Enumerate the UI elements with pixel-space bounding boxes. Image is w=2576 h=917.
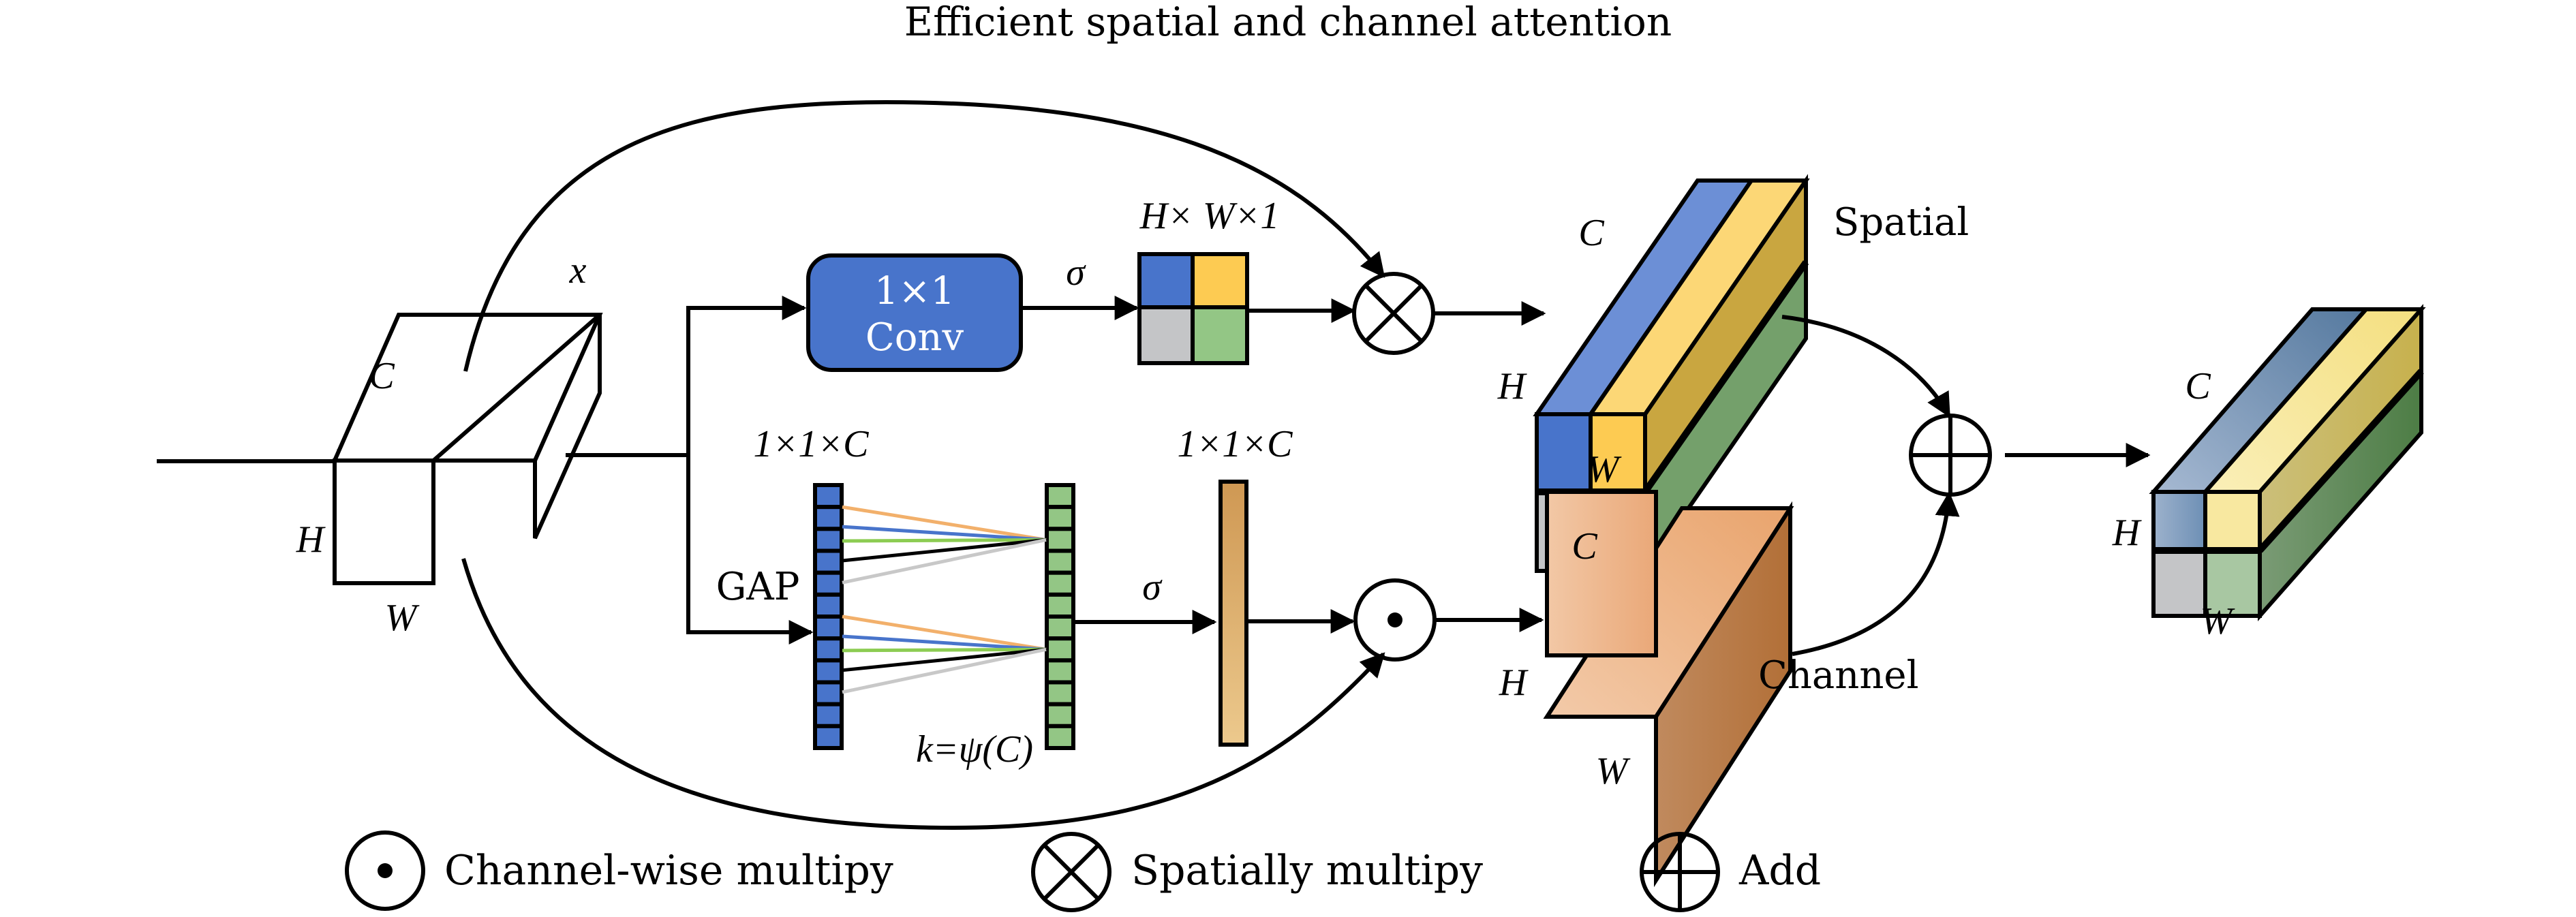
- vector-cell: [1045, 724, 1075, 751]
- vector-cell: [1045, 680, 1075, 706]
- kernel-line: [842, 647, 1047, 672]
- input-dim-h: H: [296, 518, 326, 561]
- map-dim-label: H× W×1: [1139, 195, 1280, 237]
- legend-item: Spatially multipy: [1031, 832, 1483, 912]
- channel-label: Channel: [1758, 653, 1918, 698]
- gap-label: GAP: [716, 565, 800, 609]
- input-label-x: x: [569, 249, 587, 292]
- conv-label-name: Conv: [865, 315, 964, 360]
- legend-label: Spatially multipy: [1131, 847, 1483, 895]
- vector-cell: [813, 636, 844, 663]
- input-tensor-front: [333, 458, 435, 585]
- sigma-channel: σ: [1142, 566, 1163, 608]
- spatial-label: Spatial: [1833, 200, 1969, 245]
- spatial-dim-h: H: [1497, 365, 1527, 407]
- vector-cell: [1045, 615, 1075, 641]
- kernel-size-label: k=ψ(C): [916, 728, 1033, 771]
- vector-cell: [1045, 702, 1075, 728]
- vector-cell: [1045, 483, 1075, 510]
- vector-cell: [1045, 570, 1075, 597]
- channel-to-add-arrow: [1792, 491, 1960, 656]
- conv1d-vector: [1045, 483, 1075, 751]
- gap-vector: [813, 483, 844, 751]
- channel-output-tensor: [1543, 490, 1794, 888]
- final-dim-h: H: [2112, 512, 2142, 554]
- legend: Channel-wise multipy Spatially multipy A…: [345, 830, 1821, 912]
- odot-icon: [1353, 578, 1437, 662]
- kernel-line: [842, 634, 1047, 651]
- legend-label: Add: [1738, 847, 1821, 895]
- vector-cell: [813, 527, 844, 553]
- vector-cell: [813, 570, 844, 597]
- vector-cell: [1045, 592, 1075, 619]
- sigma-spatial: σ: [1066, 251, 1086, 294]
- kernel-line: [842, 647, 1047, 694]
- vector-cell: [813, 548, 844, 575]
- otimes-icon: [1031, 832, 1111, 912]
- conv-1x1-block: 1×1 Conv: [806, 253, 1023, 372]
- final-output-tensor: [2149, 304, 2426, 621]
- vector-cell: [813, 505, 844, 531]
- odot-icon: [345, 830, 425, 911]
- to-gap-arrow: [686, 455, 814, 644]
- final-dim-w: W: [2201, 600, 2235, 642]
- legend-item: Channel-wise multipy: [345, 830, 893, 911]
- vector-cell: [813, 483, 844, 510]
- kernel-line: [842, 615, 1047, 651]
- input-dim-c: C: [369, 355, 395, 397]
- conv-label-size: 1×1: [874, 269, 955, 313]
- diagram-title: Efficient spatial and channel attention: [904, 0, 1672, 45]
- vector-cell: [813, 702, 844, 728]
- map-cell: [1137, 252, 1195, 309]
- vector-cell: [813, 658, 844, 685]
- channel-weights-bar: [1218, 480, 1248, 747]
- input-dim-w: W: [385, 597, 420, 639]
- vector-cell: [813, 615, 844, 641]
- vector-cell: [1045, 505, 1075, 531]
- map-cell: [1137, 305, 1195, 365]
- conv1d-kernel-lines: [842, 505, 1047, 694]
- vector-cell: [813, 680, 844, 706]
- vector-cell: [813, 724, 844, 751]
- skip-arc-top: [463, 99, 1385, 372]
- vector-cell: [1045, 658, 1075, 685]
- legend-label: Channel-wise multipy: [444, 847, 893, 895]
- channel-dim-h: H: [1499, 662, 1529, 704]
- vec-out-dim-label: 1×1×C: [1178, 423, 1293, 465]
- oplus-icon: [1640, 832, 1720, 912]
- input-tensor: [331, 313, 603, 585]
- spatial-to-add-arrow: [1781, 315, 1951, 418]
- channel-dim-w: W: [1596, 750, 1631, 792]
- channel-dim-c: C: [1571, 525, 1597, 568]
- otimes-icon: [1352, 272, 1435, 355]
- to-conv-arrow: [686, 296, 807, 455]
- oplus-icon: [1909, 414, 1992, 497]
- kernel-line: [842, 538, 1047, 543]
- kernel-line: [842, 538, 1047, 563]
- skip-arc-bottom: [461, 558, 1385, 830]
- spatial-dim-c: C: [1578, 212, 1604, 254]
- kernel-line: [842, 505, 1047, 542]
- vector-cell: [1045, 548, 1075, 575]
- kernel-line: [842, 647, 1047, 653]
- kernel-line: [842, 538, 1047, 585]
- final-dim-c: C: [2185, 365, 2211, 407]
- spatial-attention-map: [1137, 252, 1249, 365]
- vec-in-dim-label: 1×1×C: [754, 423, 870, 465]
- legend-item: Add: [1640, 832, 1821, 912]
- map-cell: [1191, 252, 1249, 309]
- kernel-line: [842, 525, 1047, 542]
- input-tensor-side: [533, 313, 602, 540]
- spatial-dim-w: W: [1587, 448, 1622, 491]
- vector-cell: [1045, 527, 1075, 553]
- vector-cell: [813, 592, 844, 619]
- map-cell: [1191, 305, 1249, 365]
- vector-cell: [1045, 636, 1075, 663]
